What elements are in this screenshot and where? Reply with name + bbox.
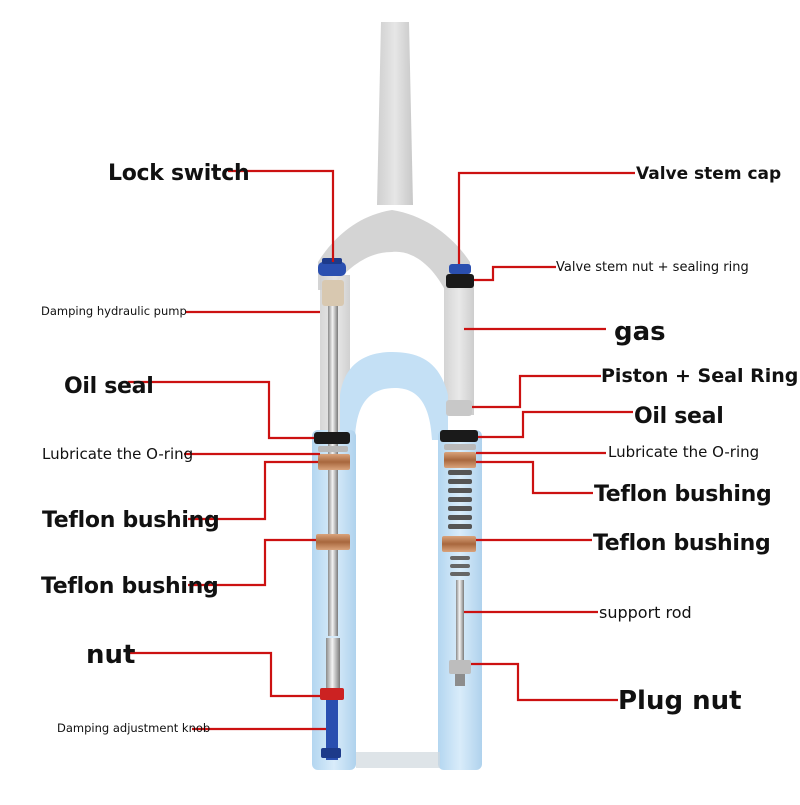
lower-spring: [450, 556, 470, 576]
left-teflon-2: [316, 534, 350, 550]
label-lube-oring-left: Lubricate the O-ring: [42, 445, 194, 463]
left-oring: [318, 446, 348, 452]
label-teflon-right-1: Teflon bushing: [594, 482, 772, 507]
lock-switch-knob: [318, 262, 346, 276]
left-nut: [320, 688, 344, 700]
damping-adjust-knob: [326, 700, 338, 760]
valve-stem-nut: [446, 274, 474, 288]
label-lube-oring-right: Lubricate the O-ring: [608, 443, 760, 461]
left-oil-seal: [314, 432, 350, 444]
label-lock-switch: Lock switch: [108, 161, 250, 186]
label-teflon-left-2: Teflon bushing: [41, 574, 219, 599]
fork-crown: [318, 210, 470, 290]
right-stanchion: [444, 285, 474, 415]
plug-nut: [449, 660, 471, 674]
label-valve-stem-cap: Valve stem cap: [636, 164, 782, 184]
label-damping-knob: Damping adjustment knob: [57, 721, 211, 735]
fork-arch: [340, 352, 448, 440]
support-rod: [456, 580, 464, 660]
label-support-rod: support rod: [599, 603, 692, 622]
label-piston-seal: Piston + Seal Ring: [601, 365, 799, 387]
valve-stem-cap: [449, 264, 471, 274]
label-nut: nut: [86, 640, 136, 670]
right-oil-seal: [440, 430, 478, 442]
label-teflon-right-2: Teflon bushing: [593, 531, 771, 556]
label-oil-seal-right: Oil seal: [634, 404, 724, 429]
label-oil-seal-left: Oil seal: [64, 374, 154, 399]
label-plug-nut: Plug nut: [618, 686, 742, 716]
leader-lines: [128, 169, 635, 731]
coil-spring: [448, 470, 472, 529]
label-gas: gas: [614, 317, 666, 347]
label-valve-stem-nut: Valve stem nut + sealing ring: [556, 260, 749, 275]
right-oring: [444, 444, 476, 450]
right-teflon-1: [444, 452, 476, 468]
piston: [446, 400, 472, 416]
steerer-tube: [377, 22, 413, 205]
damping-pump-body: [322, 280, 344, 306]
right-teflon-2: [442, 536, 476, 552]
axle-bridge: [356, 752, 440, 768]
damper-shaft: [328, 306, 338, 636]
left-teflon-1: [318, 454, 350, 470]
label-damping-pump: Damping hydraulic pump: [41, 304, 187, 318]
label-teflon-left-1: Teflon bushing: [42, 508, 220, 533]
